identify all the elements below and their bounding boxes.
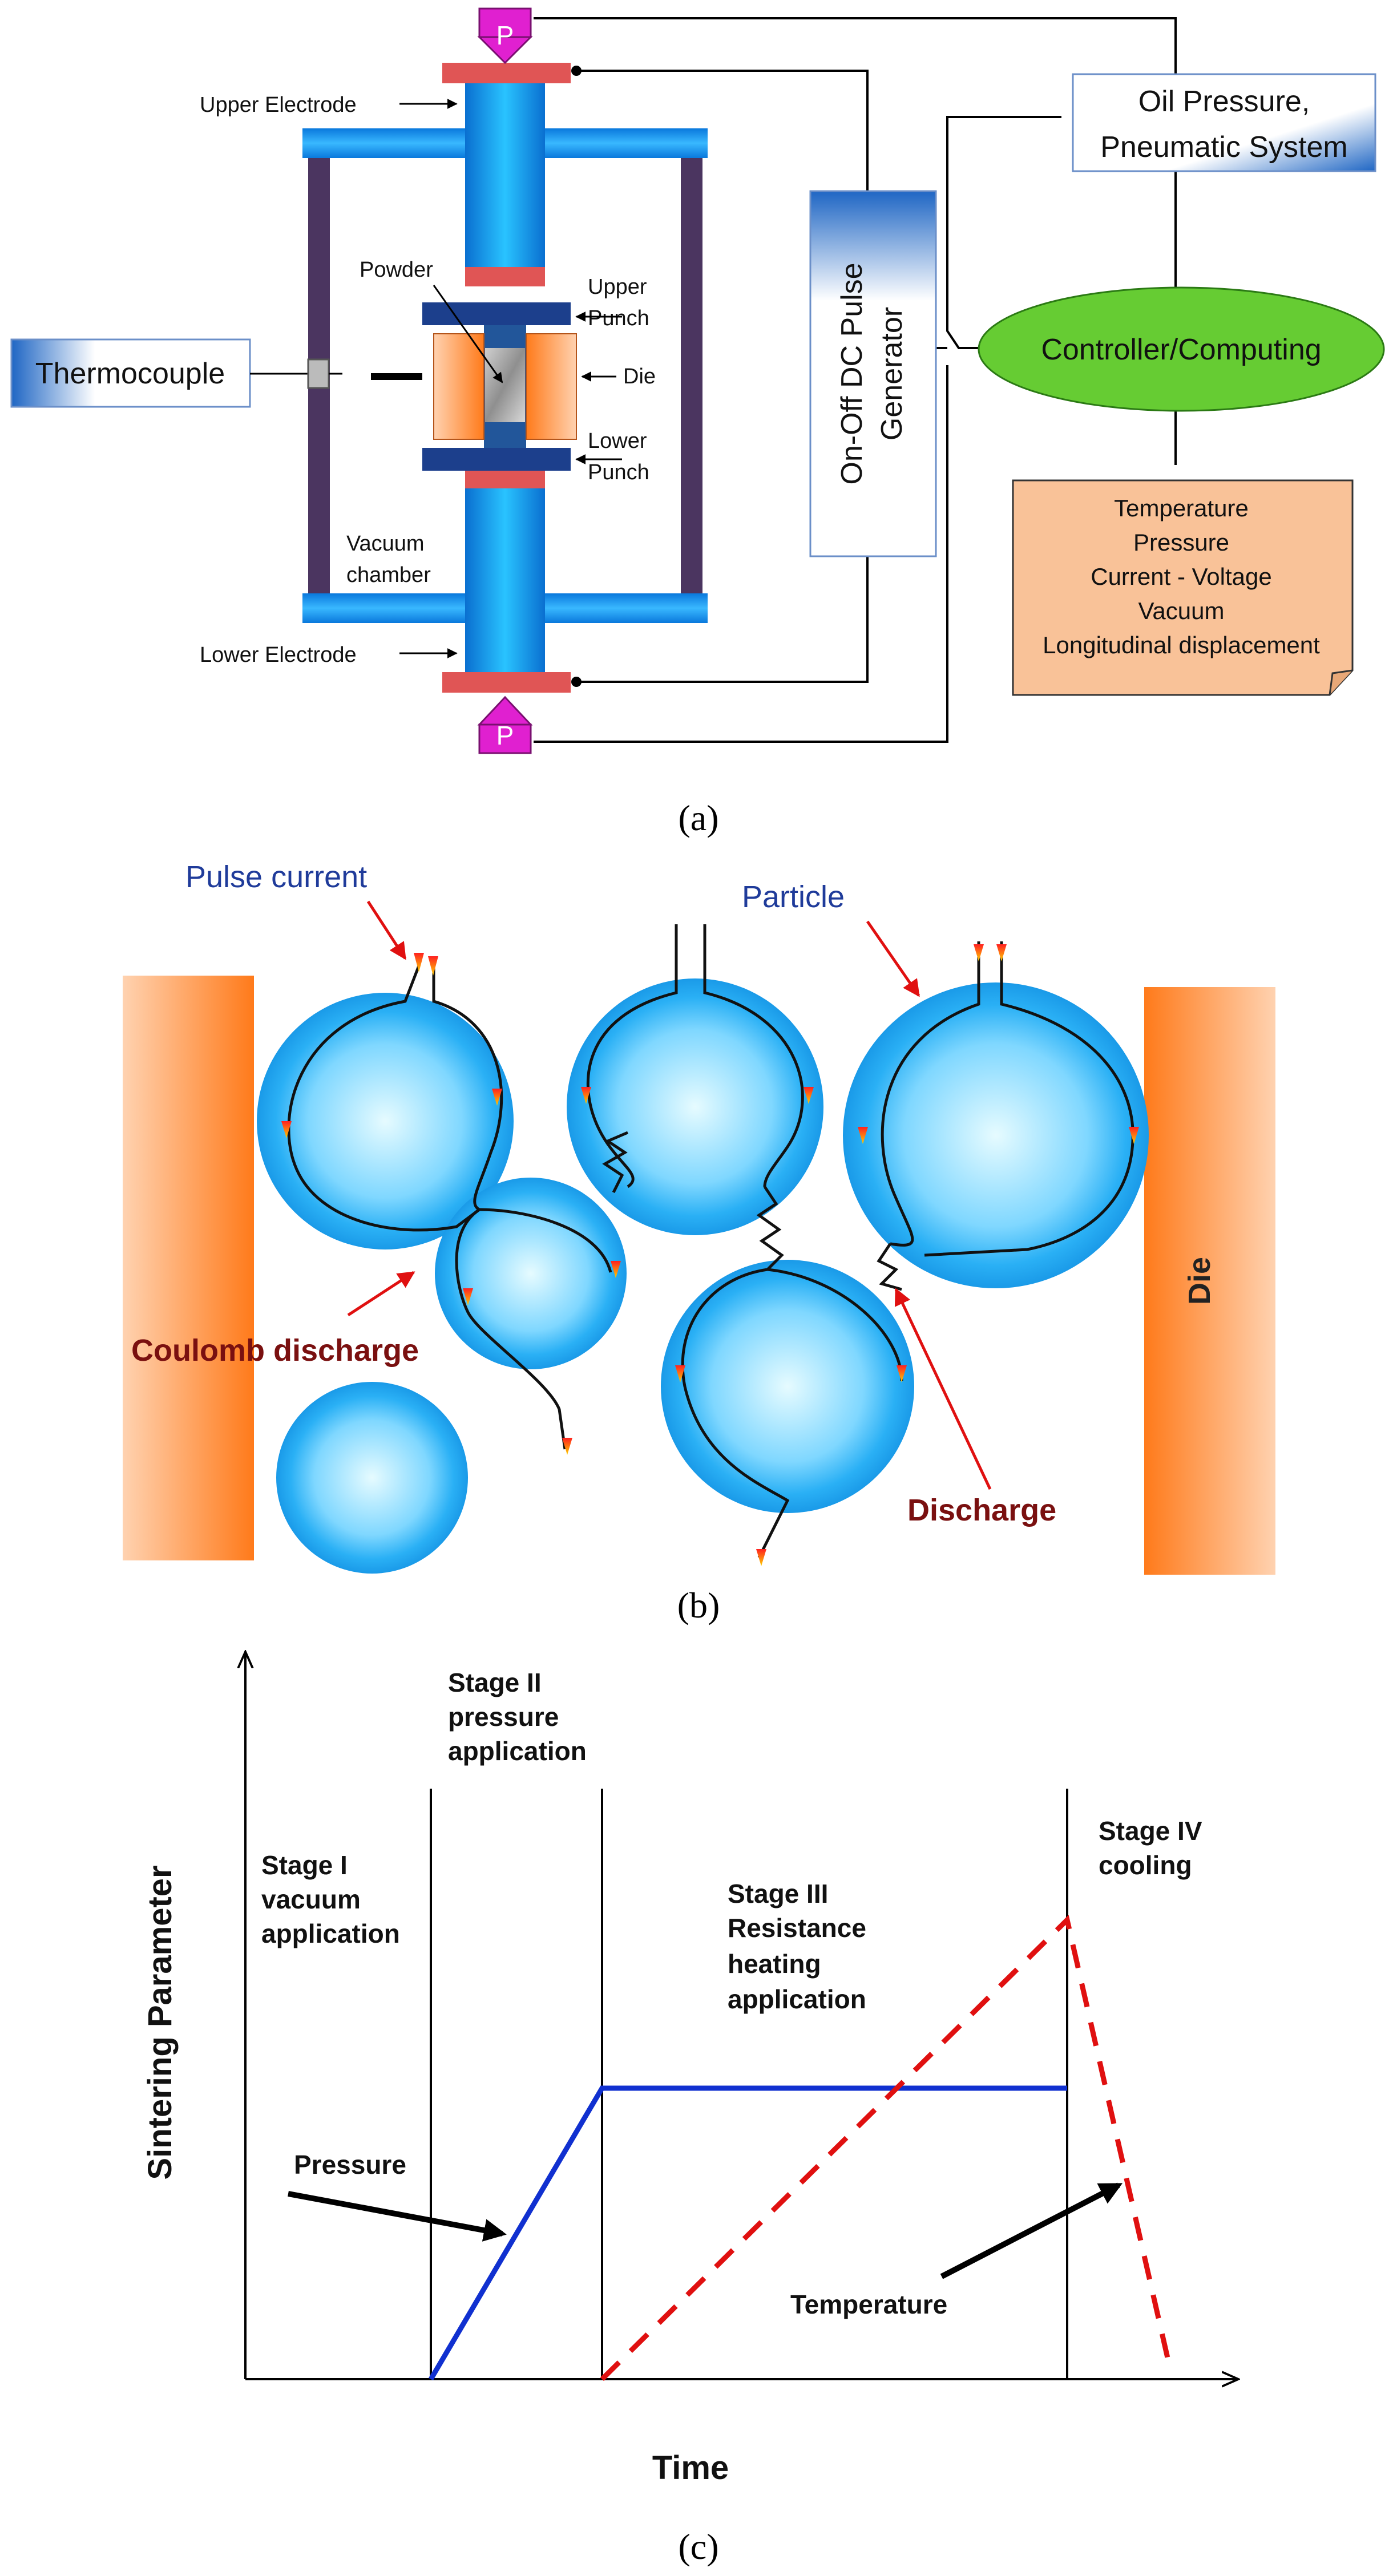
temperature-curve	[600, 1915, 1173, 2381]
pulse-current-label: Pulse current	[185, 860, 367, 894]
lower-punch-label-1: Lower	[588, 429, 647, 453]
panel-c: Stage I vacuum application Stage II pres…	[142, 1652, 1238, 2567]
x-axis-label: Time	[652, 2449, 729, 2486]
stage-1-line: Stage I	[261, 1850, 348, 1880]
particle	[276, 1382, 468, 1574]
upper-electrode-plate	[442, 63, 571, 83]
upper-punch-label-2: Punch	[588, 306, 649, 330]
particle	[567, 978, 823, 1235]
wiring	[534, 17, 1177, 743]
discharge-tips	[281, 944, 1139, 1566]
pressure-curve	[429, 2085, 1067, 2381]
vacuum-label-1: Vacuum	[346, 532, 425, 556]
pulse-gen-line-1: On-Off DC Pulse	[835, 262, 869, 484]
thermocouple-label: Thermocouple	[35, 357, 225, 390]
particle	[843, 982, 1149, 1288]
upper-punch	[422, 302, 571, 325]
stage-3-line: Resistance	[728, 1913, 866, 1943]
pulse-gen-line-2: Generator	[875, 307, 909, 440]
temperature-label: Temperature	[790, 2290, 947, 2319]
stage-2-label: Stage II pressure application	[448, 1668, 587, 1766]
panel-a-letter: (a)	[678, 798, 718, 838]
thermocouple-box	[10, 338, 251, 408]
stage-3-label: Stage III Resistance heating application	[728, 1879, 866, 2014]
particle	[661, 1260, 914, 1513]
controller-label: Controller/Computing	[1041, 333, 1321, 366]
y-axis-label: Sintering Parameter	[142, 1865, 179, 2179]
param-item: Longitudinal displacement	[1043, 632, 1320, 658]
lower-electrode-label: Lower Electrode	[200, 643, 357, 667]
vacuum-label-2: chamber	[346, 563, 431, 587]
chamber-right-post	[681, 137, 702, 599]
p-bottom-label: P	[496, 721, 514, 750]
die-right-wall	[1144, 987, 1275, 1575]
lower-punch	[422, 448, 571, 471]
stage-4-line: cooling	[1099, 1850, 1192, 1880]
discharge-label: Discharge	[907, 1493, 1056, 1527]
oil-pressure-box	[1072, 73, 1376, 172]
die-label: Die	[623, 365, 656, 389]
stage-4-line: Stage IV	[1099, 1816, 1202, 1846]
die-b-label: Die	[1182, 1257, 1217, 1305]
pressure-label: Pressure	[294, 2150, 406, 2179]
panel-c-letter: (c)	[678, 2526, 718, 2567]
pulse-generator-box	[809, 190, 937, 557]
param-item: Current - Voltage	[1091, 563, 1272, 590]
lower-electrode-plate	[442, 672, 571, 693]
p-top-label: P	[496, 21, 514, 50]
powder	[485, 348, 525, 422]
upper-punch-label-1: Upper	[588, 275, 647, 299]
stage-2-line: pressure	[448, 1702, 559, 1732]
lower-column	[465, 488, 545, 673]
stage-1-label: Stage I vacuum application	[261, 1850, 400, 1948]
stage-3-line: Stage III	[728, 1879, 828, 1908]
stage-2-line: Stage II	[448, 1668, 542, 1697]
stage-1-line: application	[261, 1919, 400, 1948]
stage-3-line: application	[728, 1984, 866, 2014]
upper-electrode-label: Upper Electrode	[200, 93, 357, 117]
particle	[435, 1178, 627, 1369]
upper-column	[465, 80, 545, 268]
coulomb-discharge-label: Coulomb discharge	[131, 1333, 419, 1368]
lower-punch-label-2: Punch	[588, 460, 649, 484]
powder-label: Powder	[360, 258, 433, 282]
param-item: Pressure	[1133, 529, 1229, 556]
die-left	[433, 333, 484, 440]
current-paths	[287, 924, 1134, 1559]
stage-3-line: heating	[728, 1949, 821, 1979]
particle	[257, 993, 514, 1249]
controller-ellipse	[978, 286, 1385, 412]
pressure-piston-bottom: P	[477, 695, 533, 754]
oil-line-2: Pneumatic System	[1100, 131, 1348, 164]
stage-2-line: application	[448, 1736, 587, 1766]
panel-b-letter: (b)	[677, 1585, 720, 1625]
panel-a: Thermocouple P P Upper Electrode Lower E…	[10, 7, 1385, 838]
pressure-piston-top: P	[477, 7, 533, 64]
stage-1-line: vacuum	[261, 1885, 361, 1914]
oil-line-1: Oil Pressure,	[1138, 85, 1310, 118]
stage-4-label: Stage IV cooling	[1099, 1816, 1202, 1880]
params-list: Temperature Pressure Current - Voltage V…	[1043, 495, 1320, 658]
die-left-wall	[123, 976, 254, 1560]
particle-label: Particle	[742, 880, 845, 914]
panel-b: Die	[123, 860, 1275, 1625]
param-item: Vacuum	[1138, 597, 1225, 624]
die-right	[526, 333, 577, 440]
param-item: Temperature	[1114, 495, 1249, 521]
